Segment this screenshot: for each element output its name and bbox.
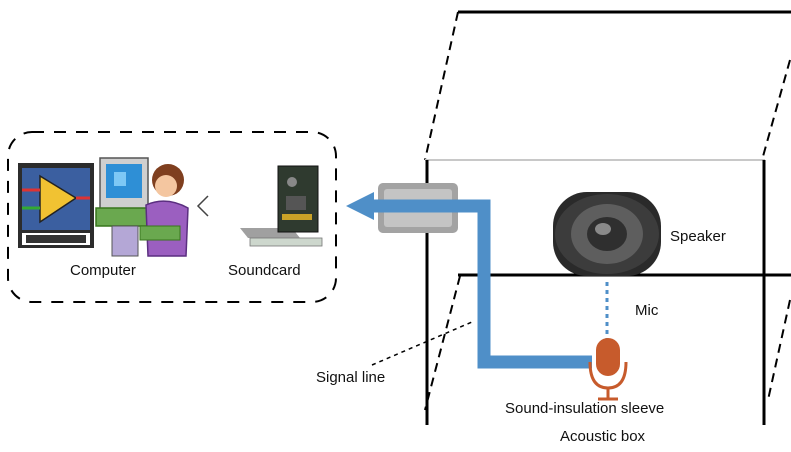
speaker-icon (553, 192, 661, 276)
computer-soundcard-container (7, 131, 337, 303)
data-flow-arrow (196, 195, 209, 217)
acoustic-box (424, 10, 791, 425)
speaker-label: Speaker (670, 228, 726, 245)
signal-line (346, 192, 592, 369)
soundcard-icon (240, 165, 323, 247)
signal-line-label: Signal line (316, 369, 386, 386)
box-label-line2: Acoustic box (560, 428, 646, 445)
labview-logo-icon (18, 163, 94, 248)
computer-user-icon (95, 157, 189, 257)
signal-line-leader (371, 321, 473, 366)
microphone-icon (588, 338, 628, 401)
box-label-line1: Sound-insulation sleeve (505, 400, 665, 417)
computer-label: Computer (70, 262, 136, 279)
soundcard-label: Soundcard (228, 262, 301, 279)
mic-label: Mic (635, 302, 659, 319)
